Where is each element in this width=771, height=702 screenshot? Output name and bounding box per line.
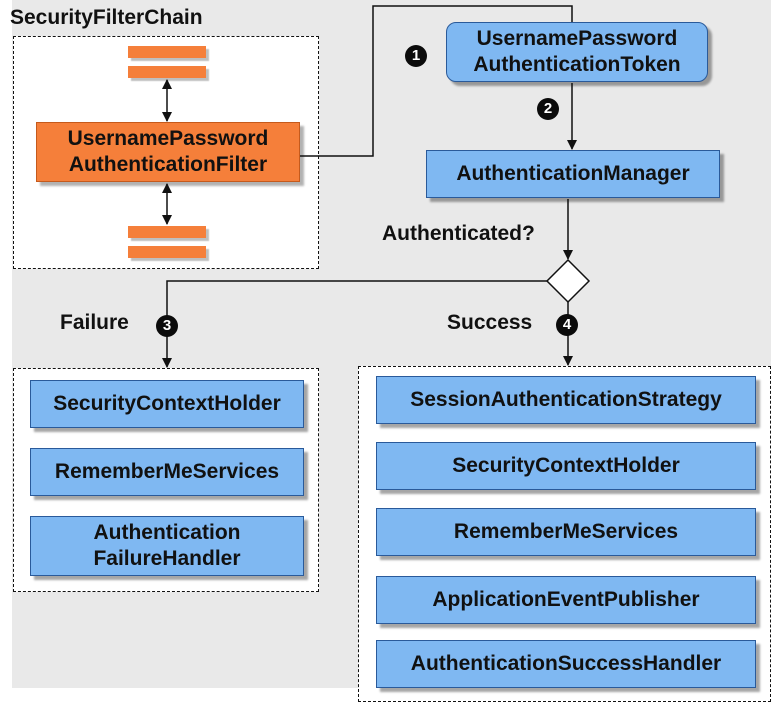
success-security-context-holder: SecurityContextHolder: [376, 442, 756, 490]
step-3-badge: 3: [156, 315, 178, 337]
failure-branch-arrow: [162, 280, 547, 368]
username-password-authentication-filter: UsernamePassword AuthenticationFilter: [36, 122, 300, 182]
success-label: Success: [447, 311, 533, 334]
filter-bar-top-1: [128, 46, 206, 58]
filter-to-token-connector: [300, 5, 573, 157]
step-4-badge: 4: [556, 314, 578, 336]
failure-remember-me-services: RememberMeServices: [30, 448, 304, 496]
failure-label: Failure: [60, 311, 129, 334]
authenticated-question-label: Authenticated?: [382, 222, 535, 245]
security-filter-chain-title: SecurityFilterChain: [10, 6, 203, 29]
success-remember-me-services: RememberMeServices: [376, 508, 756, 556]
filter-bar-bottom-2: [128, 246, 206, 258]
authentication-manager: AuthenticationManager: [426, 150, 720, 198]
filter-bar-top-2: [128, 66, 206, 78]
failure-security-context-holder: SecurityContextHolder: [30, 380, 304, 428]
authentication-success-handler: AuthenticationSuccessHandler: [376, 640, 756, 688]
username-password-authentication-token: UsernamePassword AuthenticationToken: [446, 22, 708, 82]
step-1-badge: 1: [405, 45, 427, 67]
session-authentication-strategy: SessionAuthenticationStrategy: [376, 376, 756, 424]
step-2-badge: 2: [537, 98, 559, 120]
application-event-publisher: ApplicationEventPublisher: [376, 576, 756, 624]
authenticated-decision-diamond: [545, 258, 591, 304]
authentication-failure-handler: Authentication FailureHandler: [30, 516, 304, 576]
filter-bar-bottom-1: [128, 226, 206, 238]
